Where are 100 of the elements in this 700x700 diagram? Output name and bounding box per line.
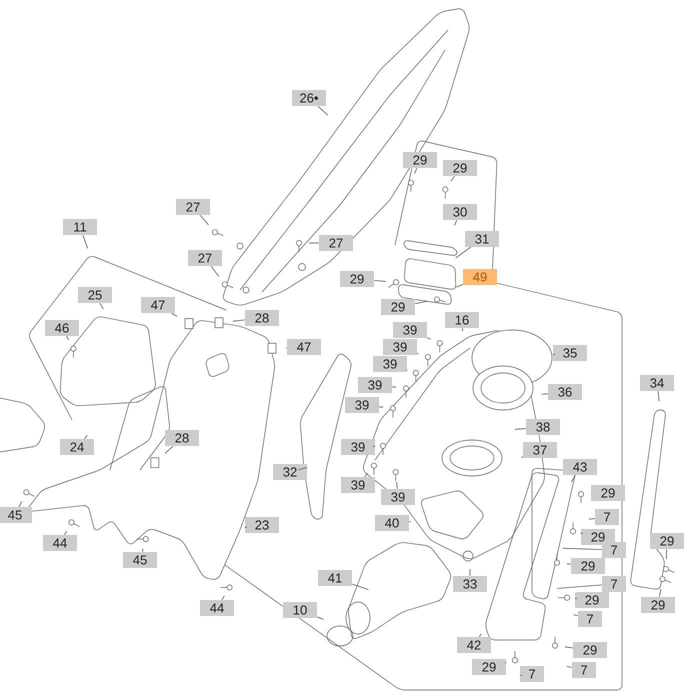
leader-line [84,434,88,440]
callout-number: 27 [319,235,353,251]
leader-line [308,242,320,244]
callout-number: 31 [465,231,499,247]
leader-line [408,521,412,522]
callout-number: 44 [200,600,234,616]
callout-number: 7 [595,509,619,525]
leader-line [519,674,522,676]
callout-number: 37 [523,442,557,458]
leader-line [456,284,464,288]
callout-number: 7 [520,666,544,682]
leader-line [566,666,572,668]
leader-line [556,584,602,589]
callout-number: 10 [283,602,317,618]
leader-line [374,280,386,282]
callout-number: 45 [0,507,32,523]
leader-line [222,596,225,600]
callout-number: 46 [45,320,79,336]
leader-line [298,467,308,470]
leader-line [82,234,88,249]
callout-number: 33 [453,576,487,592]
callout-number: 27 [188,250,222,266]
leader-line [392,386,396,388]
callout-number: 39 [393,322,427,338]
leader-line [588,518,596,520]
callout-number: 7 [572,662,596,678]
leader-line [164,446,174,454]
leader-line [372,446,376,447]
leader-line [171,312,178,317]
leader-line [18,500,22,508]
callout-number: 28 [245,310,279,326]
callout-number: 32 [273,464,307,480]
callout-number: 26• [292,90,326,106]
callout-number: 29 [381,299,415,315]
leader-line [318,106,328,116]
leader-line [316,616,324,620]
callout-number: 7 [602,576,626,592]
leader-line [100,302,104,310]
leader-line [210,266,220,277]
leader-line [552,354,556,355]
callout-number: 29 [641,597,676,613]
callout-number: 27 [176,199,210,215]
leader-line [580,532,584,534]
callout-number: 29 [472,659,506,675]
callout-number: 29 [573,642,607,658]
callout-number: 47 [287,339,321,355]
callout-number: 36 [548,384,582,400]
leader-line [142,548,144,552]
callout-number: 35 [553,345,588,361]
callout-number: 29 [581,529,616,545]
leader-line [562,548,602,550]
leader-line [454,220,458,226]
callout-number: 43 [563,459,597,475]
callout-number: 7 [578,611,602,627]
leader-line [462,328,463,332]
callout-number: 42 [457,637,491,653]
leader-line [450,176,455,182]
leader-line [455,246,471,258]
leader-line [514,428,526,430]
leader-line [244,526,248,528]
callout-number: 29 [575,592,610,608]
leader-line [352,584,369,590]
callout-number: 29 [571,558,605,574]
callout-number: 23 [245,517,279,533]
callout-number: 44 [43,535,77,551]
callout-number: 38 [526,419,560,435]
leader-line [521,456,524,458]
callout-number: 39 [345,397,379,413]
callout-number: 49 [463,269,497,285]
leader-line [666,548,668,560]
leader-line [573,614,578,616]
callout-number: 28 [165,430,199,446]
leader-line [658,390,660,402]
callout-number: 39 [358,377,392,393]
leader-line [571,474,576,482]
callout-number: 29 [443,160,477,176]
callout-number: 11 [63,219,97,235]
callout-number: 39 [381,489,415,505]
callout-number: 39 [373,356,407,372]
leader-line [566,563,572,564]
leader-line [364,473,368,478]
callout-number: 29 [591,485,625,501]
callout-number: 30 [443,204,477,220]
callout-number: 7 [602,542,626,558]
leader-line [542,393,548,395]
callout-number: 29 [650,533,684,549]
leader-line [659,588,662,598]
callout-number: 41 [318,570,352,586]
leader-line [414,300,428,304]
callout-number: 45 [123,552,157,568]
callout-number: 39 [341,477,375,493]
leader-line [200,214,209,226]
leader-line [564,646,574,648]
callout-number: 47 [141,297,175,313]
leader-line [66,336,69,340]
callout-number: 29 [403,152,437,168]
leader-line [414,168,418,174]
leader-line [232,320,246,322]
callout-number: 40 [375,515,409,531]
callout-number: 25 [78,287,112,303]
